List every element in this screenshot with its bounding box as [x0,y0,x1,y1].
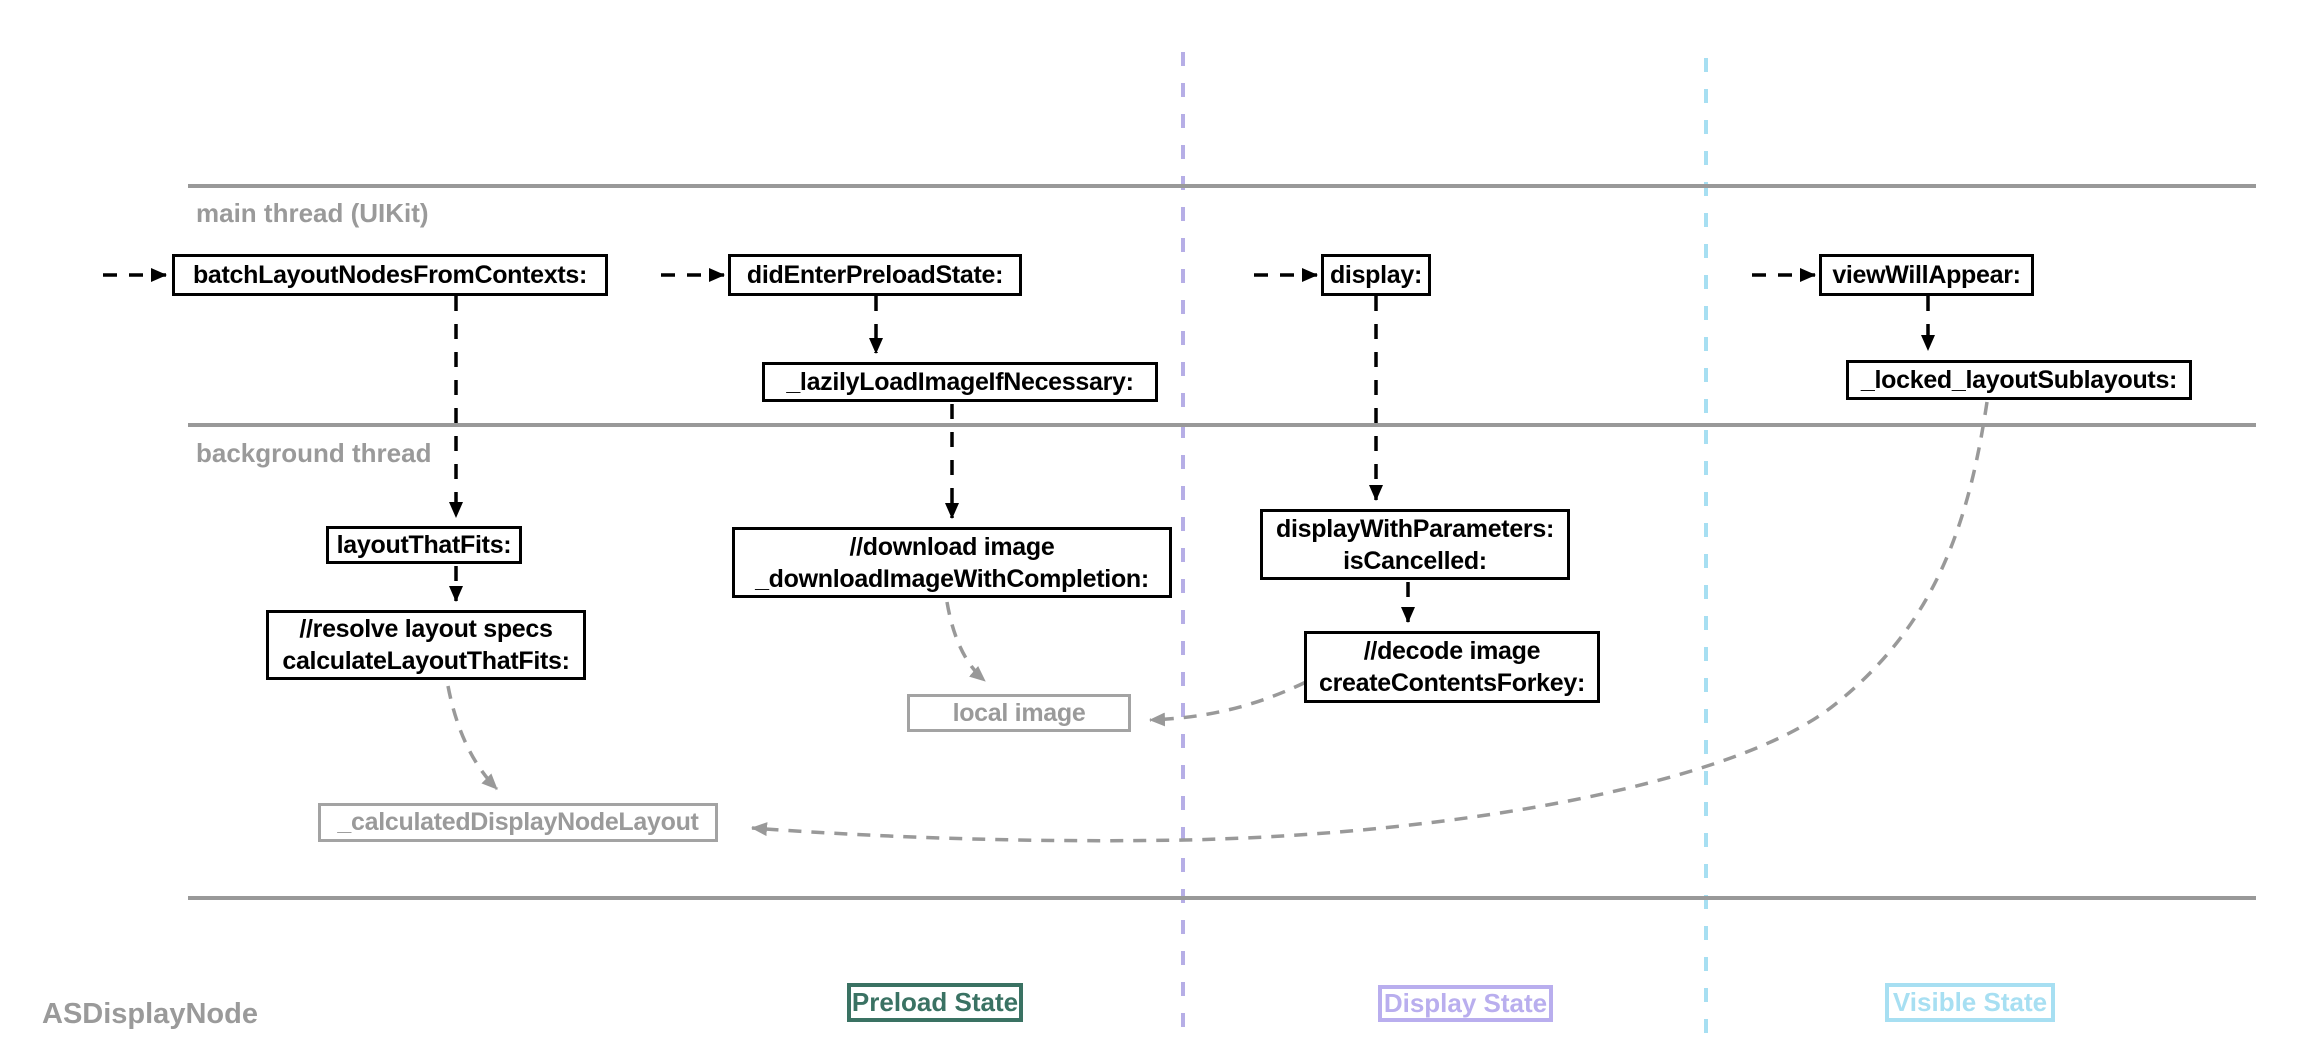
node-download-image: //download image _downloadImageWithCompl… [732,527,1172,598]
curve-decode-to-local-image [1149,680,1307,727]
node-view-will-appear: viewWillAppear: [1819,254,2034,296]
state-label: Preload State [851,987,1019,1017]
node-label: didEnterPreloadState: [746,260,1004,289]
node-batch-layout-nodes-from-contexts: batchLayoutNodesFromContexts: [172,254,608,296]
background-thread-label: background thread [196,438,432,468]
node-lazily-load-image-if-necessary: _lazilyLoadImageIfNecessary: [762,362,1158,402]
node-locked-layout-sublayouts: _locked_layoutSublayouts: [1846,360,2192,400]
curve-download-to-local-image [945,601,987,683]
node-label-line2: calculateLayoutThatFits: [282,647,570,675]
node-decode-image: //decode image createContentsForkey: [1304,631,1600,703]
node-label-line2: createContentsForkey: [1318,669,1585,697]
main-thread-label: main thread (UIKit) [196,198,429,228]
node-display-with-parameters: displayWithParameters: isCancelled: [1260,509,1570,580]
state-badge-preload: Preload State [847,983,1023,1022]
node-label-line1: //download image [849,532,1055,561]
node-label-line1: //resolve layout specs [299,615,553,643]
state-label: Visible State [1892,987,2048,1017]
node-local-image: local image [907,694,1131,732]
node-label-line2: isCancelled: [1343,546,1487,575]
curve-locked-to-calculated-layout [751,401,1989,843]
node-label: _locked_layoutSublayouts: [1860,365,2178,394]
node-label: batchLayoutNodesFromContexts: [192,260,588,289]
node-label: display: [1329,260,1423,289]
node-calculated-display-node-layout: _calculatedDisplayNodeLayout [318,803,718,842]
node-label: local image [952,698,1086,727]
node-did-enter-preload-state: didEnterPreloadState: [728,254,1022,296]
state-label: Display State [1383,988,1548,1018]
node-resolve-layout-specs: //resolve layout specs calculateLayoutTh… [266,610,586,680]
node-display: display: [1321,254,1431,296]
node-label-line1: //decode image [1363,637,1541,665]
node-label: _lazilyLoadImageIfNecessary: [786,367,1134,396]
node-layout-that-fits: layoutThatFits: [326,526,522,564]
node-label: layoutThatFits: [336,530,512,559]
curve-resolve-to-calculated-layout [446,685,499,791]
state-badge-display: Display State [1378,985,1553,1022]
node-label-line1: displayWithParameters: [1276,514,1554,543]
node-label-line2: _downloadImageWithCompletion: [755,564,1149,593]
node-label: viewWillAppear: [1832,260,2021,289]
entity-label: ASDisplayNode [42,998,258,1030]
state-badge-visible: Visible State [1885,983,2055,1022]
node-label: _calculatedDisplayNodeLayout [337,808,699,836]
